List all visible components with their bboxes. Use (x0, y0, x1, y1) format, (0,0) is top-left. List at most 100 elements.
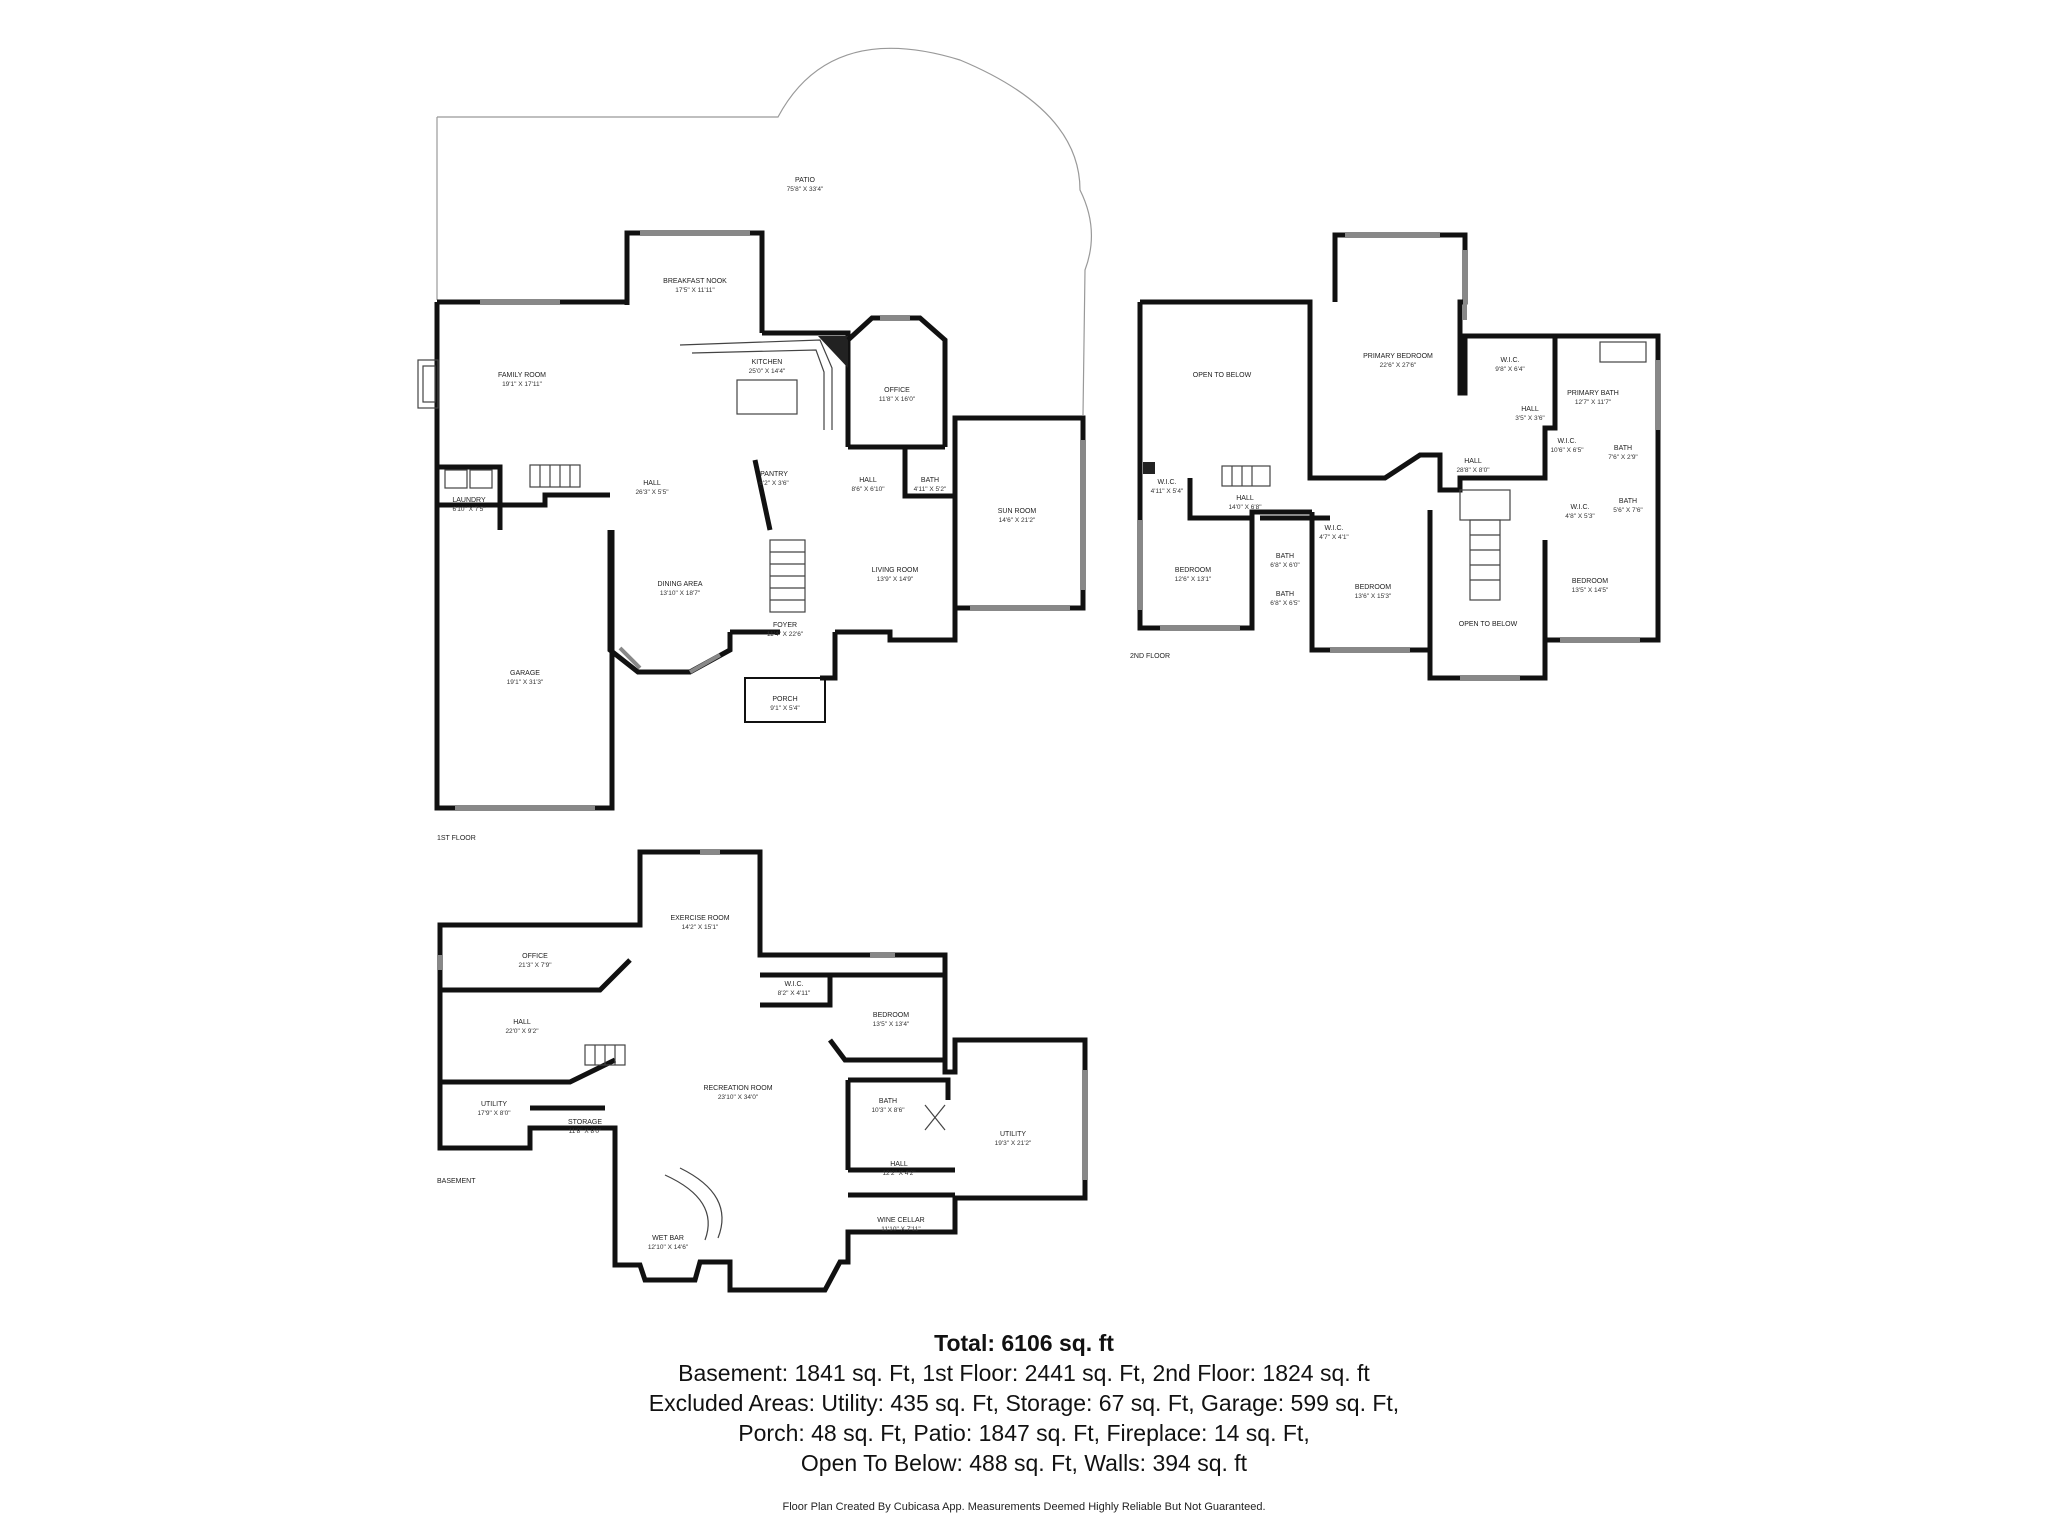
area-summary: Basement: 1841 sq. Ft, 1st Floor: 2441 s… (0, 1358, 2048, 1478)
room-dim: 14'6" X 21'2" (999, 517, 1036, 524)
room-dim: 75'8" X 33'4" (787, 186, 824, 193)
room-name: HALL (890, 1161, 908, 1168)
summary-line: Porch: 48 sq. Ft, Patio: 1847 sq. Ft, Fi… (738, 1420, 1310, 1446)
first-floor-plan (417, 47, 1092, 811)
room-name: WET BAR (652, 1235, 684, 1242)
room-dim: 17'9" X 8'0" (477, 1110, 511, 1117)
room-dim: 13'5" X 13'4" (873, 1021, 910, 1028)
first-floor-labels: PATIO 75'8" X 33'4" BREAKFAST NOOK 17'5"… (437, 177, 1036, 842)
room-name: W.I.C. (1157, 479, 1176, 486)
room-dim: 19'3" X 21'2" (995, 1140, 1032, 1147)
room-dim: 23'10" X 34'0" (718, 1094, 759, 1101)
room-dim: 13'5" X 14'5" (1572, 587, 1609, 594)
room-dim: 13'6" X 15'3" (1355, 593, 1392, 600)
room-dim: 4'11" X 5'4" (1151, 488, 1184, 495)
floor-label-basement: BASEMENT (437, 1178, 476, 1185)
room-dim: 6'8" X 6'5" (1270, 600, 1300, 607)
room-dim: 11'10" X 7'11" (881, 1226, 921, 1233)
total-area: Total: 6106 sq. ft (934, 1330, 1114, 1356)
room-name: PATIO (795, 177, 816, 184)
basement-plan (437, 849, 1088, 1293)
summary-line: Open To Below: 488 sq. Ft, Walls: 394 sq… (800, 1450, 1248, 1476)
floor-label-1st: 1ST FLOOR (437, 835, 476, 842)
room-name: W.I.C. (784, 981, 803, 988)
garage-walls (434, 530, 615, 811)
room-dim: 10'3" X 8'6" (871, 1107, 905, 1114)
room-name: PORCH (772, 696, 797, 703)
second-floor-exterior (1140, 232, 1558, 493)
room-dim: 14'0" X 6'8" (1228, 504, 1262, 511)
room-name: HALL (1464, 458, 1482, 465)
room-name: UTILITY (1000, 1131, 1026, 1138)
room-name: BEDROOM (873, 1012, 909, 1019)
room-name: FOYER (773, 622, 797, 629)
room-name: LAUNDRY (452, 497, 486, 504)
room-dim: 6'8" X 6'0" (1270, 562, 1300, 569)
room-dim: 17'5" X 11'11" (675, 287, 715, 294)
room-name: W.I.C. (1557, 438, 1576, 445)
office-walls (846, 315, 948, 447)
room-name: GARAGE (510, 670, 540, 677)
room-dim: 11'8" X 8'0" (569, 1128, 602, 1135)
room-name: BATH (1614, 445, 1632, 452)
room-name: UTILITY (481, 1101, 507, 1108)
room-name: PRIMARY BEDROOM (1363, 353, 1433, 360)
room-name: SUN ROOM (998, 508, 1037, 515)
room-name: BATH (879, 1098, 897, 1105)
room-dim: 6'10" X 7'5" (452, 506, 486, 513)
room-name: OPEN TO BELOW (1193, 372, 1252, 379)
room-dim: 21'3" X 7'9" (518, 962, 552, 969)
room-dim: 12'2" X 4'2" (882, 1170, 916, 1177)
room-name: HALL (513, 1019, 531, 1026)
room-name: W.I.C. (1570, 504, 1589, 511)
room-name: DINING AREA (657, 581, 702, 588)
room-dim: 12'10" X 14'6" (648, 1244, 689, 1251)
room-dim: 14'2" X 15'1" (682, 924, 719, 931)
patio-outline (437, 47, 1092, 416)
room-dim: 28'8" X 8'0" (1456, 467, 1490, 474)
room-dim: 12'7" X 11'7" (1575, 399, 1612, 406)
room-dim: 5'6" X 7'6" (1613, 507, 1643, 514)
room-dim: 7'6" X 2'9" (1608, 454, 1638, 461)
room-dim: 3'5" X 3'6" (1515, 415, 1545, 422)
room-name: KITCHEN (752, 359, 783, 366)
room-dim: 13'9" X 14'9" (877, 576, 914, 583)
room-dim: 25'0" X 14'4" (749, 368, 786, 375)
room-dim: 4'11" X 5'2" (914, 486, 947, 493)
room-name: BATH (1276, 591, 1294, 598)
room-name: STORAGE (568, 1119, 602, 1126)
room-name: RECREATION ROOM (703, 1085, 772, 1092)
room-name: LIVING ROOM (872, 567, 919, 574)
room-dim: 22'0" X 9'2" (505, 1028, 539, 1035)
room-dim: 22'6" X 27'6" (1380, 362, 1417, 369)
room-dim: 19'1" X 17'11" (502, 381, 543, 388)
room-name: W.I.C. (1324, 525, 1343, 532)
room-name: EXERCISE ROOM (670, 915, 729, 922)
room-name: WINE CELLAR (877, 1217, 924, 1224)
room-name: HALL (1236, 495, 1254, 502)
room-dim: 9'8" X 6'4" (1495, 366, 1525, 373)
summary-line: Excluded Areas: Utility: 435 sq. Ft, Sto… (648, 1390, 1400, 1416)
floor-label-2nd: 2ND FLOOR (1130, 653, 1170, 660)
room-dim: 13'10" X 18'7" (660, 590, 701, 597)
second-floor-plan (1137, 232, 1661, 681)
summary-line: Basement: 1841 sq. Ft, 1st Floor: 2441 s… (678, 1360, 1370, 1386)
room-name: HALL (1521, 406, 1539, 413)
room-name: BATH (1619, 498, 1637, 505)
room-name: FAMILY ROOM (498, 372, 546, 379)
room-dim: 10'6" X 6'5" (1550, 447, 1584, 454)
room-name: BATH (921, 477, 939, 484)
room-name: BEDROOM (1355, 584, 1391, 591)
room-name: BEDROOM (1572, 578, 1608, 585)
room-name: HALL (859, 477, 877, 484)
room-name: PANTRY (760, 471, 788, 478)
room-name: BEDROOM (1175, 567, 1211, 574)
room-name: HALL (643, 480, 661, 487)
room-name: OFFICE (522, 953, 548, 960)
basement-labels: EXERCISE ROOM 14'2" X 15'1" OFFICE 21'3"… (437, 915, 1032, 1251)
room-dim: 26'3" X 5'5" (635, 489, 669, 496)
credit-note: Floor Plan Created By Cubicasa App. Meas… (782, 1501, 1266, 1513)
room-name: BREAKFAST NOOK (663, 278, 727, 285)
room-dim: 8'6" X 6'10" (851, 486, 885, 493)
